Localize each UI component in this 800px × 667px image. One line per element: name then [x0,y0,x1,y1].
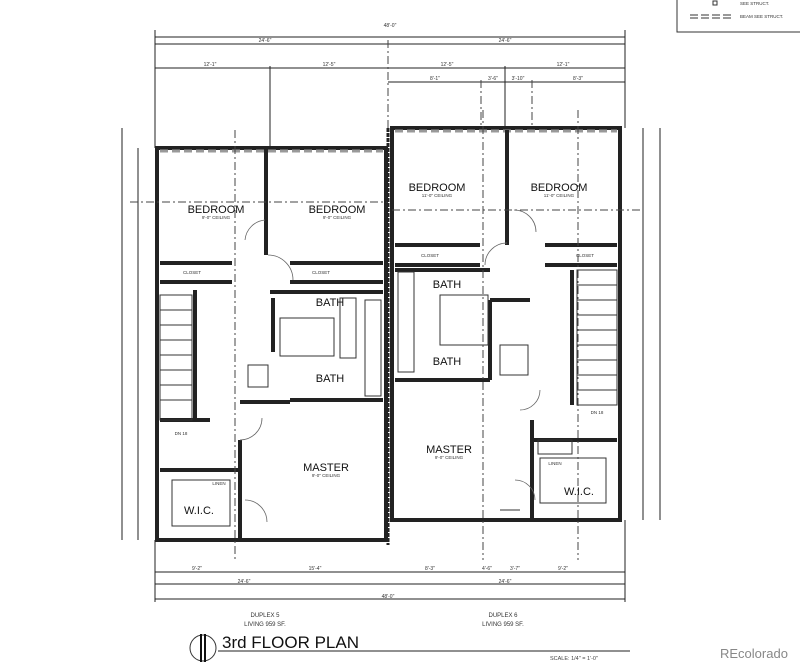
closet-label: CLOSET [312,270,330,275]
dim-left-half-top: 24'-6" [259,38,272,44]
dim-label: 8'-3" [425,566,435,572]
unit-right-area: LIVING 959 SF. [482,622,524,628]
ceiling-label: 9'-0" CEILING [323,215,352,220]
linen-label: LINEN [548,461,561,466]
unit-right-name: DUPLEX 6 [488,613,518,619]
stairs-right [576,269,618,406]
dim-label: 12'-5" [441,62,454,68]
room-bath-3: BATH [433,279,462,291]
side-dimensions [121,128,661,540]
room-master-left: MASTER [303,462,349,474]
dim-label: 3'-7" [510,566,520,572]
dim-label: 9'-2" [192,566,202,572]
bottom-dimensions: 9'-2" 15'-4" 8'-3" 4'-6" 3'-7" 9'-2" 24'… [154,520,626,602]
dim-label: 12'-5" [323,62,336,68]
legend-square-symbol [712,0,718,6]
ceiling-label: 9'-0" CEILING [435,455,464,460]
dim-overall-top: 48'-0" [384,23,397,29]
duplex-5-walls [130,130,388,560]
closet-label: CLOSET [183,270,201,275]
unit-left-area: LIVING 959 SF. [244,622,286,628]
scale-label: SCALE: 1/4" = 1'-0" [550,656,598,662]
dim-label: 8'-3" [573,76,583,82]
title-block: 3rd FLOOR PLAN SCALE: 1/4" = 1'-0" [189,633,630,662]
watermark-logo: REcolorado [720,646,788,661]
stairs-left [159,294,193,421]
dim-label: 12'-1" [557,62,570,68]
unit-left-name: DUPLEX 5 [250,613,280,619]
room-bedroom-3: BEDROOM [409,182,466,194]
closet-label: CLOSET [421,253,439,258]
linen-label: LINEN [212,481,225,486]
room-bedroom-1: BEDROOM [188,204,245,216]
dim-right-half-bottom: 24'-6" [499,579,512,585]
room-labels: BEDROOM 9'-0" CEILING BEDROOM 9'-0" CEIL… [175,182,604,517]
dim-label: 3'-10" [512,76,525,82]
dim-label: 4'-6" [482,566,492,572]
drawing-title: 3rd FLOOR PLAN [222,633,359,652]
dim-label: 9'-2" [558,566,568,572]
room-bedroom-4: BEDROOM [531,182,588,194]
top-dimensions: 48'-0" 24'-6" 24'-6" 12'-1" 12'-5" 12'-5… [154,23,626,148]
dim-right-half-top: 24'-6" [499,38,512,44]
ceiling-label: 9'-0" CEILING [312,473,341,478]
room-bath-1: BATH [316,297,345,309]
closet-label: CLOSET [576,253,594,258]
dim-label: 12'-1" [204,62,217,68]
room-wic-right: W.I.C. [564,486,594,498]
legend-item-1: SEE STRUCT. [740,1,769,6]
room-master-right: MASTER [426,444,472,456]
dim-label: 3'-6" [488,76,498,82]
stairs-dn-label: DN 18 [175,431,188,436]
ceiling-label: 11'-0" CEILING [422,193,453,198]
room-bath-4: BATH [433,356,462,368]
ceiling-label: 11'-0" CEILING [544,193,575,198]
dim-label: 8'-1" [430,76,440,82]
duplex-6-walls [386,110,640,560]
room-wic-left: W.I.C. [184,505,214,517]
room-bath-2: BATH [316,373,345,385]
stairs-dn-label: DN 18 [591,410,604,415]
dim-label: 15'-4" [309,566,322,572]
dim-overall-bottom: 48'-0" [382,594,395,600]
ceiling-label: 9'-0" CEILING [202,215,231,220]
legend-item-2: BEAM SEE STRUCT. [740,14,783,19]
dim-left-half-bottom: 24'-6" [238,579,251,585]
legend: SEE STRUCT. BEAM SEE STRUCT. [676,0,800,33]
room-bedroom-2: BEDROOM [309,204,366,216]
